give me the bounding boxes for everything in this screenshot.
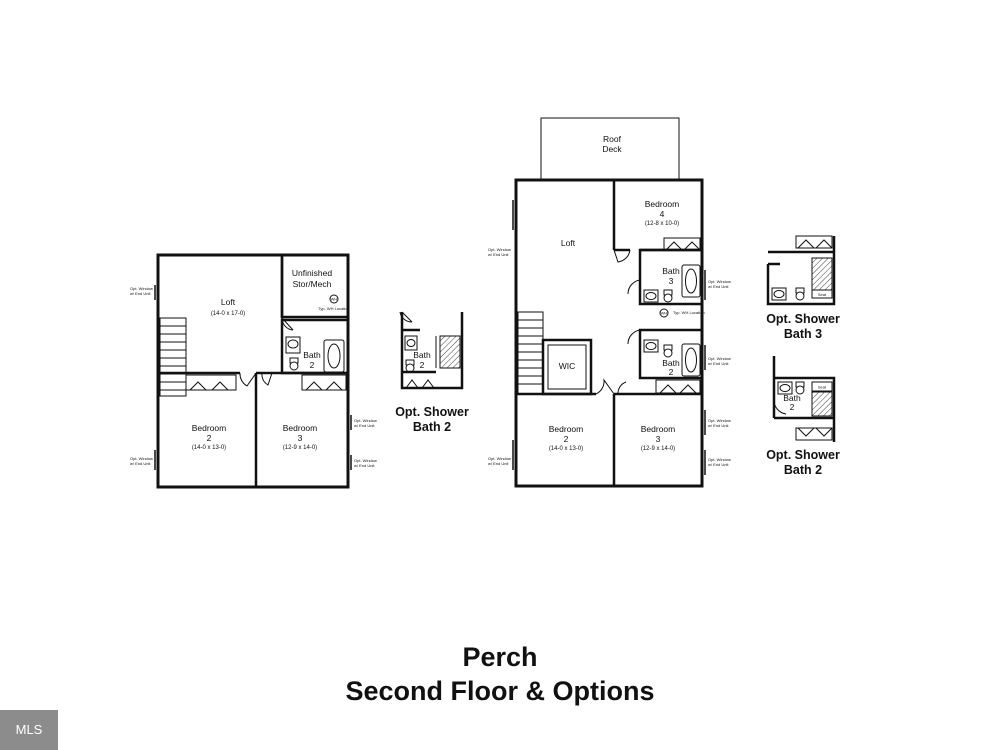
plan-a-stor-label-1: Unfinished — [292, 268, 332, 278]
plan-a: Loft (14-0 x 17-0) Unfinished Stor/Mech … — [130, 253, 377, 489]
plan-a-bed3-num: 3 — [298, 433, 303, 443]
plan-a-window-2a: Opt. Window — [130, 456, 153, 461]
plan-b-window-1a: Opt. Window — [488, 247, 511, 252]
plan-b-window-1b: w/ End Unit — [488, 252, 509, 257]
opt-b-shower-bath-2: Seat Bath 2 Opt. Shower Bath 2 — [766, 356, 840, 477]
plan-b-deck-1: Roof — [603, 134, 622, 144]
plan-a-window-1b: w/ End Unit — [130, 291, 151, 296]
plan-a-bed2-dim: (14-0 x 13-0) — [192, 445, 226, 451]
plan-b-window-2b: w/ End Unit — [488, 461, 509, 466]
plan-subtitle: Second Floor & Options — [345, 676, 655, 706]
opt-b2-title-1: Opt. Shower — [766, 448, 840, 462]
opt-a-shower-bath-2: Bath 2 Opt. Shower Bath 2 — [395, 311, 469, 434]
plan-title: Perch — [462, 642, 538, 672]
plan-b-deck-2: Deck — [602, 144, 622, 154]
plan-a-loft-label: Loft — [221, 297, 236, 307]
plan-b-bed2-num: 2 — [564, 434, 569, 444]
plan-a-window-2b: w/ End Unit — [130, 461, 151, 466]
plan-a-window-3a: Opt. Window — [354, 418, 377, 423]
plan-b-bed2-dim: (14-0 x 13-0) — [549, 446, 583, 452]
plan-b-window-3a: Opt. Window — [708, 279, 731, 284]
plan-b-window-5b: w/ End Unit — [708, 423, 729, 428]
plan-b-stairs — [517, 311, 544, 395]
plan-b-window-3b: w/ End Unit — [708, 284, 729, 289]
plan-b-window-5a: Opt. Window — [708, 418, 731, 423]
opt-b2-seat: Seat — [818, 385, 827, 390]
plan-a-window-3b: w/ End Unit — [354, 423, 375, 428]
plan-a-window-1a: Opt. Window — [130, 286, 153, 291]
plan-a-stairs — [159, 317, 187, 397]
plan-b-wh-label: WH — [661, 311, 668, 316]
plan-b-bed4-num: 4 — [660, 209, 665, 219]
opt-b3-title-1: Opt. Shower — [766, 312, 840, 326]
plan-b-wh-note: Typ. WH Location — [673, 310, 705, 315]
plan-b-window-2a: Opt. Window — [488, 456, 511, 461]
plan-b-window-4b: w/ End Unit — [708, 361, 729, 366]
plan-a-window-4a: Opt. Window — [354, 458, 377, 463]
plan-a-wh-label: WH — [331, 297, 338, 302]
opt-a-bath-label: Bath — [413, 350, 431, 360]
plan-b-bath2-label: Bath — [662, 358, 680, 368]
plan-a-bed3-label: Bedroom — [283, 423, 318, 433]
plan-b-window-6b: w/ End Unit — [708, 462, 729, 467]
opt-b3-seat: Seat — [818, 292, 827, 297]
plan-b-bed4-label: Bedroom — [645, 199, 680, 209]
plan-b-bath3-num: 3 — [669, 276, 674, 286]
plan-b-bath3-label: Bath — [662, 266, 680, 276]
opt-a-bath-num: 2 — [420, 360, 425, 370]
plan-a-window-4b: w/ End Unit — [354, 463, 375, 468]
opt-b2-bath-label: Bath — [783, 393, 801, 403]
opt-b-shower-bath-3: Seat Opt. Shower Bath 3 — [766, 235, 840, 341]
plan-a-bed2-label: Bedroom — [192, 423, 227, 433]
plan-b-bed2-label: Bedroom — [549, 424, 584, 434]
plan-b-window-6a: Opt. Window — [708, 457, 731, 462]
opt-b2-title-2: Bath 2 — [784, 463, 822, 477]
opt-b3-title-2: Bath 3 — [784, 327, 822, 341]
plan-a-bath-label: Bath — [303, 350, 321, 360]
plan-a-loft-dim: (14-0 x 17-0) — [211, 311, 245, 317]
opt-b2-bath-num: 2 — [790, 402, 795, 412]
plan-b-bed3-dim: (12-9 x 14-0) — [641, 446, 675, 452]
plan-a-bed3-dim: (12-9 x 14-0) — [283, 445, 317, 451]
plan-a-bed2-num: 2 — [207, 433, 212, 443]
opt-a-title-2: Bath 2 — [413, 420, 451, 434]
plan-b: Roof Deck WH Typ. WH Location — [488, 117, 731, 488]
opt-a-title-1: Opt. Shower — [395, 405, 469, 419]
mls-watermark: MLS — [0, 710, 58, 750]
plan-b-wic-label: WIC — [559, 361, 576, 371]
plan-a-wh-note: Typ. WH Location — [318, 306, 350, 311]
plan-b-bath2-num: 2 — [669, 367, 674, 377]
plan-b-bed4-dim: (12-8 x 10-0) — [645, 221, 679, 227]
plan-b-loft-label: Loft — [561, 238, 576, 248]
plan-b-bed3-label: Bedroom — [641, 424, 676, 434]
plan-b-window-4a: Opt. Window — [708, 356, 731, 361]
plan-b-bed3-num: 3 — [656, 434, 661, 444]
plan-a-bath-num: 2 — [310, 360, 315, 370]
plan-a-stor-label-2: Stor/Mech — [293, 279, 332, 289]
